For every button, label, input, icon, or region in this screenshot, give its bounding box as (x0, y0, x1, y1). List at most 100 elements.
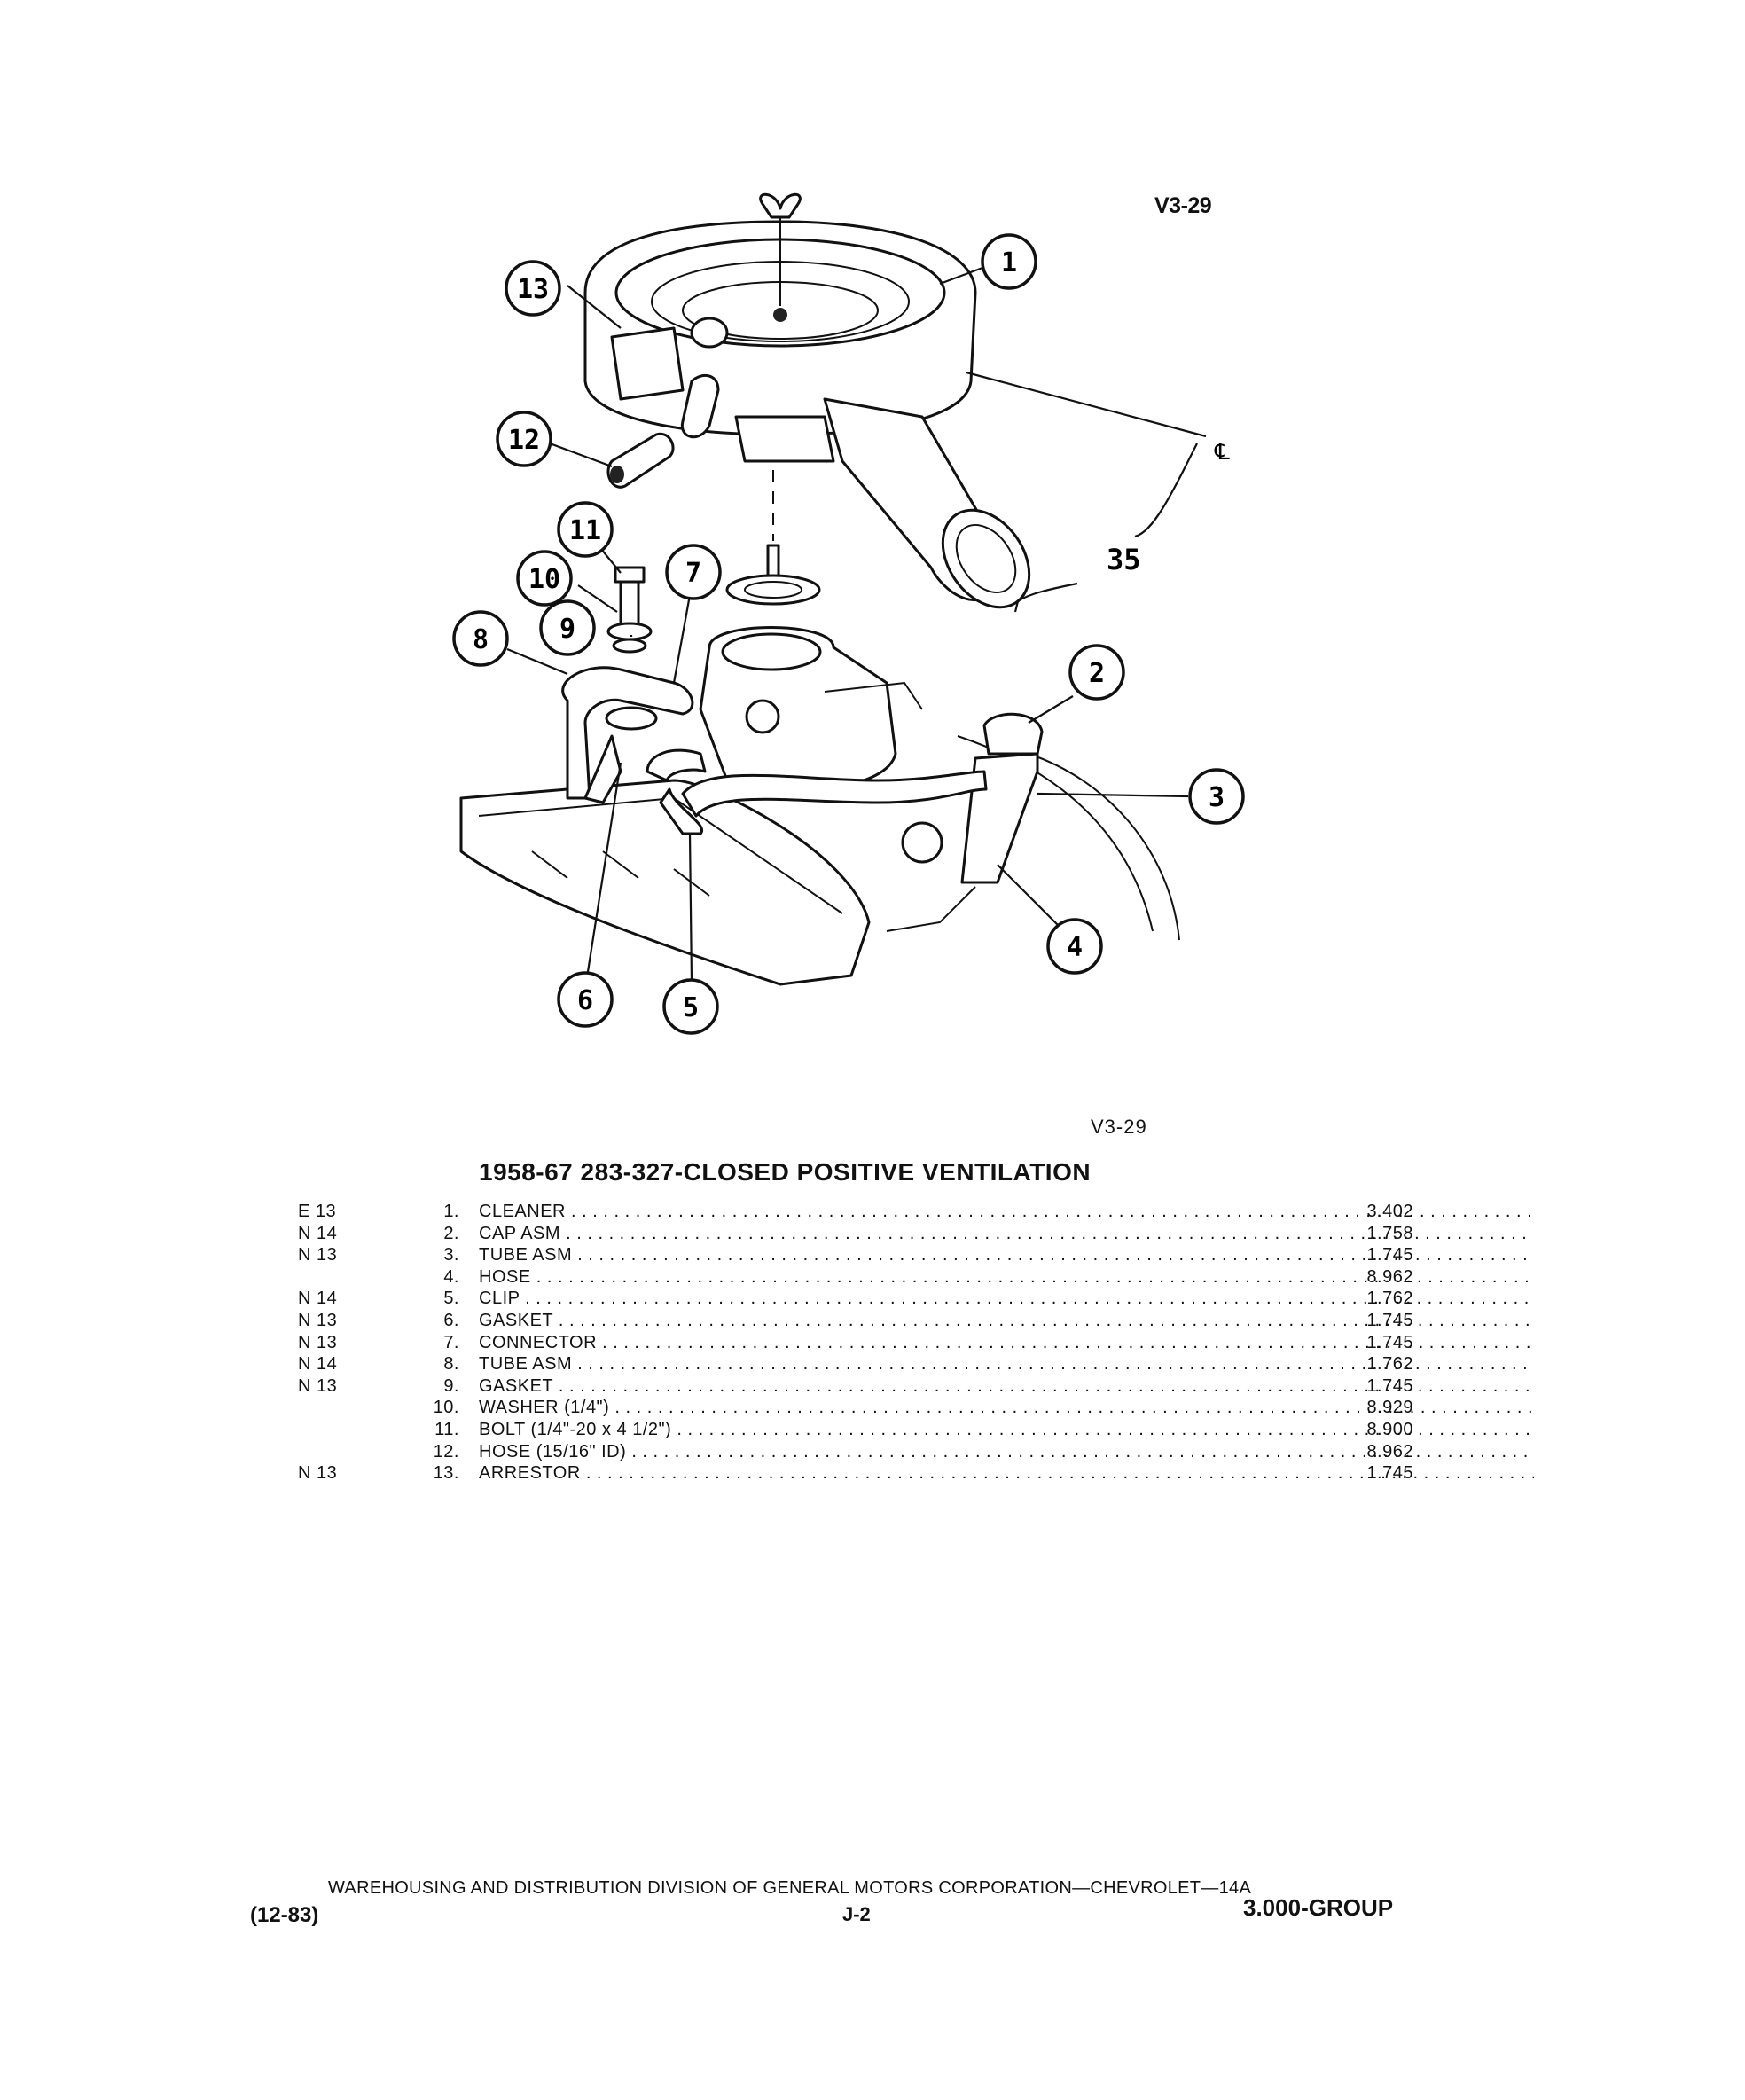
svg-text:7: 7 (685, 558, 701, 589)
parts-list: E 13 1. CLEANER 3.402 N 14 2. CAP ASM 1.… (298, 1201, 1433, 1485)
section-title: 1958-67 283-327-CLOSED POSITIVE VENTILAT… (479, 1158, 1092, 1186)
part-description: CLEANER (479, 1201, 1534, 1223)
part-code: N 13 (298, 1463, 338, 1484)
part-number: 12. (433, 1441, 459, 1461)
parts-row: N 13 6. GASKET 1.745 (298, 1310, 1433, 1332)
svg-text:3: 3 (1209, 782, 1225, 813)
angle-label: 35 (1107, 543, 1141, 576)
group-number: 1.758 (1366, 1223, 1413, 1243)
callout-2: 2 (1068, 644, 1125, 701)
part-code: N 14 (298, 1223, 338, 1243)
centerline-symbol: ℄ (1214, 439, 1230, 466)
footer-date: (12-83) (250, 1903, 319, 1927)
part-code: N 13 (298, 1310, 338, 1330)
callout-6: 6 (557, 971, 614, 1028)
group-number: 1.762 (1366, 1289, 1413, 1309)
group-number: 1.745 (1366, 1245, 1413, 1265)
pcv-tube-drawing (646, 712, 1044, 884)
group-number: 8.962 (1366, 1266, 1413, 1287)
svg-text:4: 4 (1067, 932, 1083, 963)
part-code: N 14 (298, 1354, 338, 1375)
svg-text:6: 6 (577, 985, 593, 1016)
part-number: 5. (443, 1289, 459, 1309)
parts-row: N 13 13. ARRESTOR 1.745 (298, 1462, 1433, 1485)
callout-12: 12 (496, 411, 552, 467)
footer-group-label: 3.000-GROUP (1243, 1894, 1394, 1921)
svg-text:10: 10 (528, 564, 560, 595)
callout-1: 1 (981, 233, 1037, 290)
parts-row: 4. HOSE 8.962 (298, 1266, 1433, 1289)
part-description: TUBE ASM (479, 1353, 1534, 1375)
parts-row: N 14 8. TUBE ASM 1.762 (298, 1353, 1433, 1375)
group-number: 1.745 (1366, 1375, 1413, 1396)
svg-text:13: 13 (517, 274, 549, 305)
footer-publisher-line: WAREHOUSING AND DISTRIBUTION DIVISION OF… (328, 1878, 1252, 1898)
svg-text:12: 12 (508, 425, 540, 456)
parts-row: 10. WASHER (1/4") 8.929 (298, 1397, 1433, 1419)
parts-row: N 14 2. CAP ASM 1.758 (298, 1223, 1433, 1245)
part-description: CAP ASM (479, 1223, 1534, 1245)
part-code: N 14 (298, 1289, 338, 1309)
group-number: 8.900 (1366, 1419, 1413, 1439)
part-number: 11. (434, 1419, 459, 1439)
part-description: CONNECTOR (479, 1332, 1534, 1354)
figure-code-bottom: V3-29 (1091, 1116, 1147, 1138)
part-description: HOSE (15/16" ID) (479, 1441, 1534, 1463)
part-code: N 13 (298, 1245, 338, 1265)
group-number: 8.929 (1366, 1398, 1413, 1418)
svg-text:9: 9 (559, 614, 575, 645)
parts-row: 11. BOLT (1/4"-20 x 4 1/2") 8.900 (298, 1419, 1433, 1441)
carb-gasket-drawing (725, 470, 821, 606)
part-number: 9. (443, 1375, 459, 1396)
part-description: BOLT (1/4"-20 x 4 1/2") (479, 1419, 1534, 1441)
tube-8-drawing (561, 566, 694, 804)
callout-7: 7 (665, 544, 722, 600)
group-number: 1.745 (1366, 1463, 1413, 1484)
carburetor-drawing (699, 626, 923, 791)
parts-row: N 13 7. CONNECTOR 1.745 (298, 1332, 1433, 1354)
callout-5: 5 (662, 978, 719, 1035)
svg-text:5: 5 (683, 992, 699, 1023)
part-number: 10. (433, 1398, 459, 1418)
part-number: 8. (443, 1354, 459, 1375)
parts-row: E 13 1. CLEANER 3.402 (298, 1201, 1433, 1223)
svg-text:2: 2 (1089, 658, 1105, 689)
part-number: 4. (443, 1266, 459, 1287)
svg-text:11: 11 (569, 515, 601, 546)
leader-lines (506, 266, 1207, 983)
part-code: N 13 (298, 1332, 338, 1352)
parts-row: N 13 3. TUBE ASM 1.745 (298, 1244, 1433, 1266)
group-number: 1.745 (1366, 1310, 1413, 1330)
callout-13: 13 (505, 260, 561, 317)
part-code: N 13 (298, 1375, 338, 1396)
part-description: HOSE (479, 1266, 1534, 1289)
svg-text:8: 8 (473, 624, 489, 655)
hose-12-drawing (606, 432, 675, 489)
part-code: E 13 (298, 1202, 337, 1221)
svg-text:1: 1 (1001, 247, 1017, 278)
group-number: 3.402 (1366, 1202, 1413, 1221)
part-number: 2. (443, 1223, 459, 1243)
part-number: 3. (443, 1245, 459, 1265)
parts-row: N 13 9. GASKET 1.745 (298, 1375, 1433, 1398)
part-description: CLIP (479, 1288, 1534, 1310)
exploded-diagram: ℄ 35 1 2 3 4 5 6 7 8 9 10 11 12 13 (452, 192, 1245, 1035)
footer-page-number: J-2 (842, 1903, 871, 1925)
callout-3: 3 (1188, 768, 1245, 825)
air-cleaner-drawing (583, 192, 1031, 609)
part-description: GASKET (479, 1310, 1534, 1332)
part-description: ARRESTOR (479, 1462, 1534, 1485)
callout-8: 8 (452, 610, 509, 667)
part-number: 1. (443, 1202, 459, 1221)
parts-row: N 14 5. CLIP 1.762 (298, 1288, 1433, 1310)
part-description: WASHER (1/4") (479, 1397, 1534, 1419)
group-number: 1.745 (1366, 1332, 1413, 1352)
callout-9: 9 (539, 599, 596, 656)
part-number: 6. (443, 1310, 459, 1330)
part-description: TUBE ASM (479, 1244, 1534, 1266)
arrestor-drawing (610, 317, 729, 439)
group-number: 8.962 (1366, 1441, 1413, 1461)
callout-4: 4 (1046, 918, 1103, 975)
callout-11: 11 (557, 501, 614, 558)
